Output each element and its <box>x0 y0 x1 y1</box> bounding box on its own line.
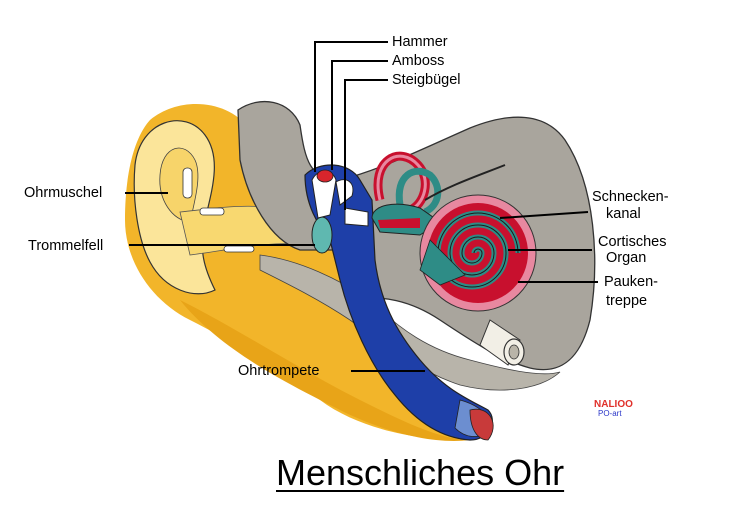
label-hammer: Hammer <box>392 34 448 50</box>
label-amboss: Amboss <box>392 53 445 69</box>
line-hammer <box>314 41 388 172</box>
cochlea-base <box>419 239 466 286</box>
auditory-tube <box>479 319 525 366</box>
line-steigbuegel <box>344 79 388 210</box>
nerve-bundle <box>424 164 506 201</box>
leader-lines <box>125 41 598 372</box>
label-steigbuegel: Steigbügel <box>392 72 461 88</box>
label-ohrmuschel: Ohrmuschel <box>24 185 103 201</box>
pinna-ridge <box>182 167 193 199</box>
canal-hair-1 <box>199 207 225 216</box>
label-cortisches-line1: Cortisches <box>598 234 667 250</box>
logo-line1: NALIOO <box>594 399 633 410</box>
label-ohrtrompete: Ohrtrompete <box>238 363 320 379</box>
label-paukentreppe-line1: Pauken- <box>604 274 659 290</box>
line-schneckenkanal <box>499 211 589 219</box>
eardrum <box>311 216 333 254</box>
artist-logo: NALIOO PO-art <box>594 399 638 421</box>
label-paukentreppe-line2: treppe <box>606 293 648 309</box>
label-trommelfell: Trommelfell <box>28 238 104 254</box>
label-cortisches-line2: Organ <box>606 250 647 266</box>
line-amboss <box>331 60 388 170</box>
label-schneckenkanal-line2: kanal <box>606 206 641 222</box>
ossicle-red <box>316 169 334 183</box>
stirrup-bone <box>344 207 369 227</box>
logo-line2: PO-art <box>598 409 622 418</box>
diagram-title: Menschliches Ohr <box>276 452 565 493</box>
tube-end <box>469 408 494 441</box>
label-schneckenkanal-line1: Schnecken- <box>592 189 669 205</box>
canal-hair-2 <box>223 245 255 253</box>
pinna-inner <box>159 147 199 223</box>
